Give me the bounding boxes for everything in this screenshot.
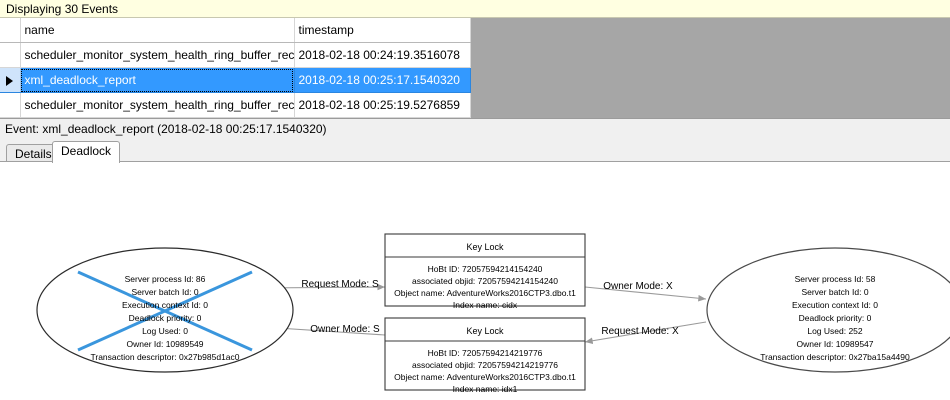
row-header-cell-current[interactable] [0,67,21,93]
resource-top-line-1: HoBt ID: 72057594214154240 [428,264,543,274]
victim-line-5: Log Used: 0 [142,326,188,336]
edge-label-left-request-top: Request Mode: S [301,279,379,290]
victim-line-1: Server process Id: 86 [125,274,206,284]
resource-bottom-line-2: associated objid: 72057594214219776 [412,360,558,370]
event-header-bar: Event: xml_deadlock_report (2018-02-18 0… [0,118,950,138]
cell-timestamp[interactable]: 2018-02-18 00:25:17.1540320 [294,67,471,93]
row-header-cell[interactable] [0,92,21,118]
tab-deadlock[interactable]: Deadlock [52,141,121,163]
resource-node-key-lock-top[interactable]: Key Lock HoBt ID: 72057594214154240 asso… [384,233,586,310]
cell-timestamp[interactable]: 2018-02-18 00:25:19.5276859 [294,92,471,118]
events-banner-text: Displaying 30 Events [6,2,119,16]
process-node-survivor[interactable]: Server process Id: 58 Server batch Id: 0… [706,247,950,373]
survivor-line-1: Server process Id: 58 [795,274,876,284]
survivor-line-4: Deadlock priority: 0 [799,313,872,323]
row-header-cell[interactable] [0,42,21,68]
deadlock-graph-canvas[interactable]: Request Mode: S Owner Mode: X Owner Mode… [0,161,950,400]
victim-line-6: Owner Id: 10989549 [126,339,203,349]
events-grid[interactable]: name timestamp scheduler_monitor_system_… [0,18,471,118]
victim-line-2: Server batch Id: 0 [131,287,198,297]
victim-line-4: Deadlock priority: 0 [129,313,202,323]
survivor-line-2: Server batch Id: 0 [801,287,868,297]
column-header-name[interactable]: name [20,18,295,43]
current-row-arrow-icon [6,75,14,86]
survivor-line-7: Transaction descriptor: 0x27ba15a4490 [760,352,910,362]
survivor-line-6: Owner Id: 10989547 [796,339,873,349]
resource-top-line-4: Index name: cidx [453,300,518,310]
resource-top-title: Key Lock [466,242,504,252]
table-row-selected[interactable]: xml_deadlock_report 2018-02-18 00:25:17.… [0,67,471,93]
survivor-line-3: Execution context Id: 0 [792,300,878,310]
victim-line-7: Transaction descriptor: 0x27b985d1ac0 [91,352,240,362]
edge-label-left-owner-bottom: Owner Mode: S [310,324,380,335]
edge-label-right-request-bottom: Request Mode: X [601,326,679,337]
resource-bottom-line-1: HoBt ID: 72057594214219776 [428,348,543,358]
cell-name[interactable]: scheduler_monitor_system_health_ring_buf… [20,92,295,118]
resource-top-line-2: associated objid: 72057594214154240 [412,276,558,286]
victim-line-3: Execution context Id: 0 [122,300,208,310]
resource-bottom-line-3: Object name: AdventureWorks2016CTP3.dbo.… [394,372,576,382]
tabstrip: Details Deadlock [0,138,950,163]
cell-timestamp[interactable]: 2018-02-18 00:24:19.3516078 [294,42,471,68]
process-node-victim[interactable]: Server process Id: 86 Server batch Id: 0… [36,247,294,373]
column-header-timestamp[interactable]: timestamp [294,18,471,43]
grid-corner-header[interactable] [0,18,21,43]
grid-header-row: name timestamp [0,18,471,43]
events-banner: Displaying 30 Events [0,0,950,18]
survivor-line-5: Log Used: 252 [807,326,863,336]
resource-bottom-line-4: Index name: idx1 [453,384,518,394]
cell-name[interactable]: xml_deadlock_report [20,67,295,93]
edge-label-right-owner-top: Owner Mode: X [603,281,673,292]
table-row[interactable]: scheduler_monitor_system_health_ring_buf… [0,42,471,68]
cell-name[interactable]: scheduler_monitor_system_health_ring_buf… [20,42,295,68]
edge-right-request-bottom: Request Mode: X [584,321,707,345]
edge-right-owner-top: Owner Mode: X [584,281,707,302]
events-grid-area: name timestamp scheduler_monitor_system_… [0,18,950,118]
event-header-text: Event: xml_deadlock_report (2018-02-18 0… [5,122,327,136]
resource-top-line-3: Object name: AdventureWorks2016CTP3.dbo.… [394,288,576,298]
table-row[interactable]: scheduler_monitor_system_health_ring_buf… [0,92,471,118]
resource-node-key-lock-bottom[interactable]: Key Lock HoBt ID: 72057594214219776 asso… [384,317,586,394]
resource-bottom-title: Key Lock [466,326,504,336]
